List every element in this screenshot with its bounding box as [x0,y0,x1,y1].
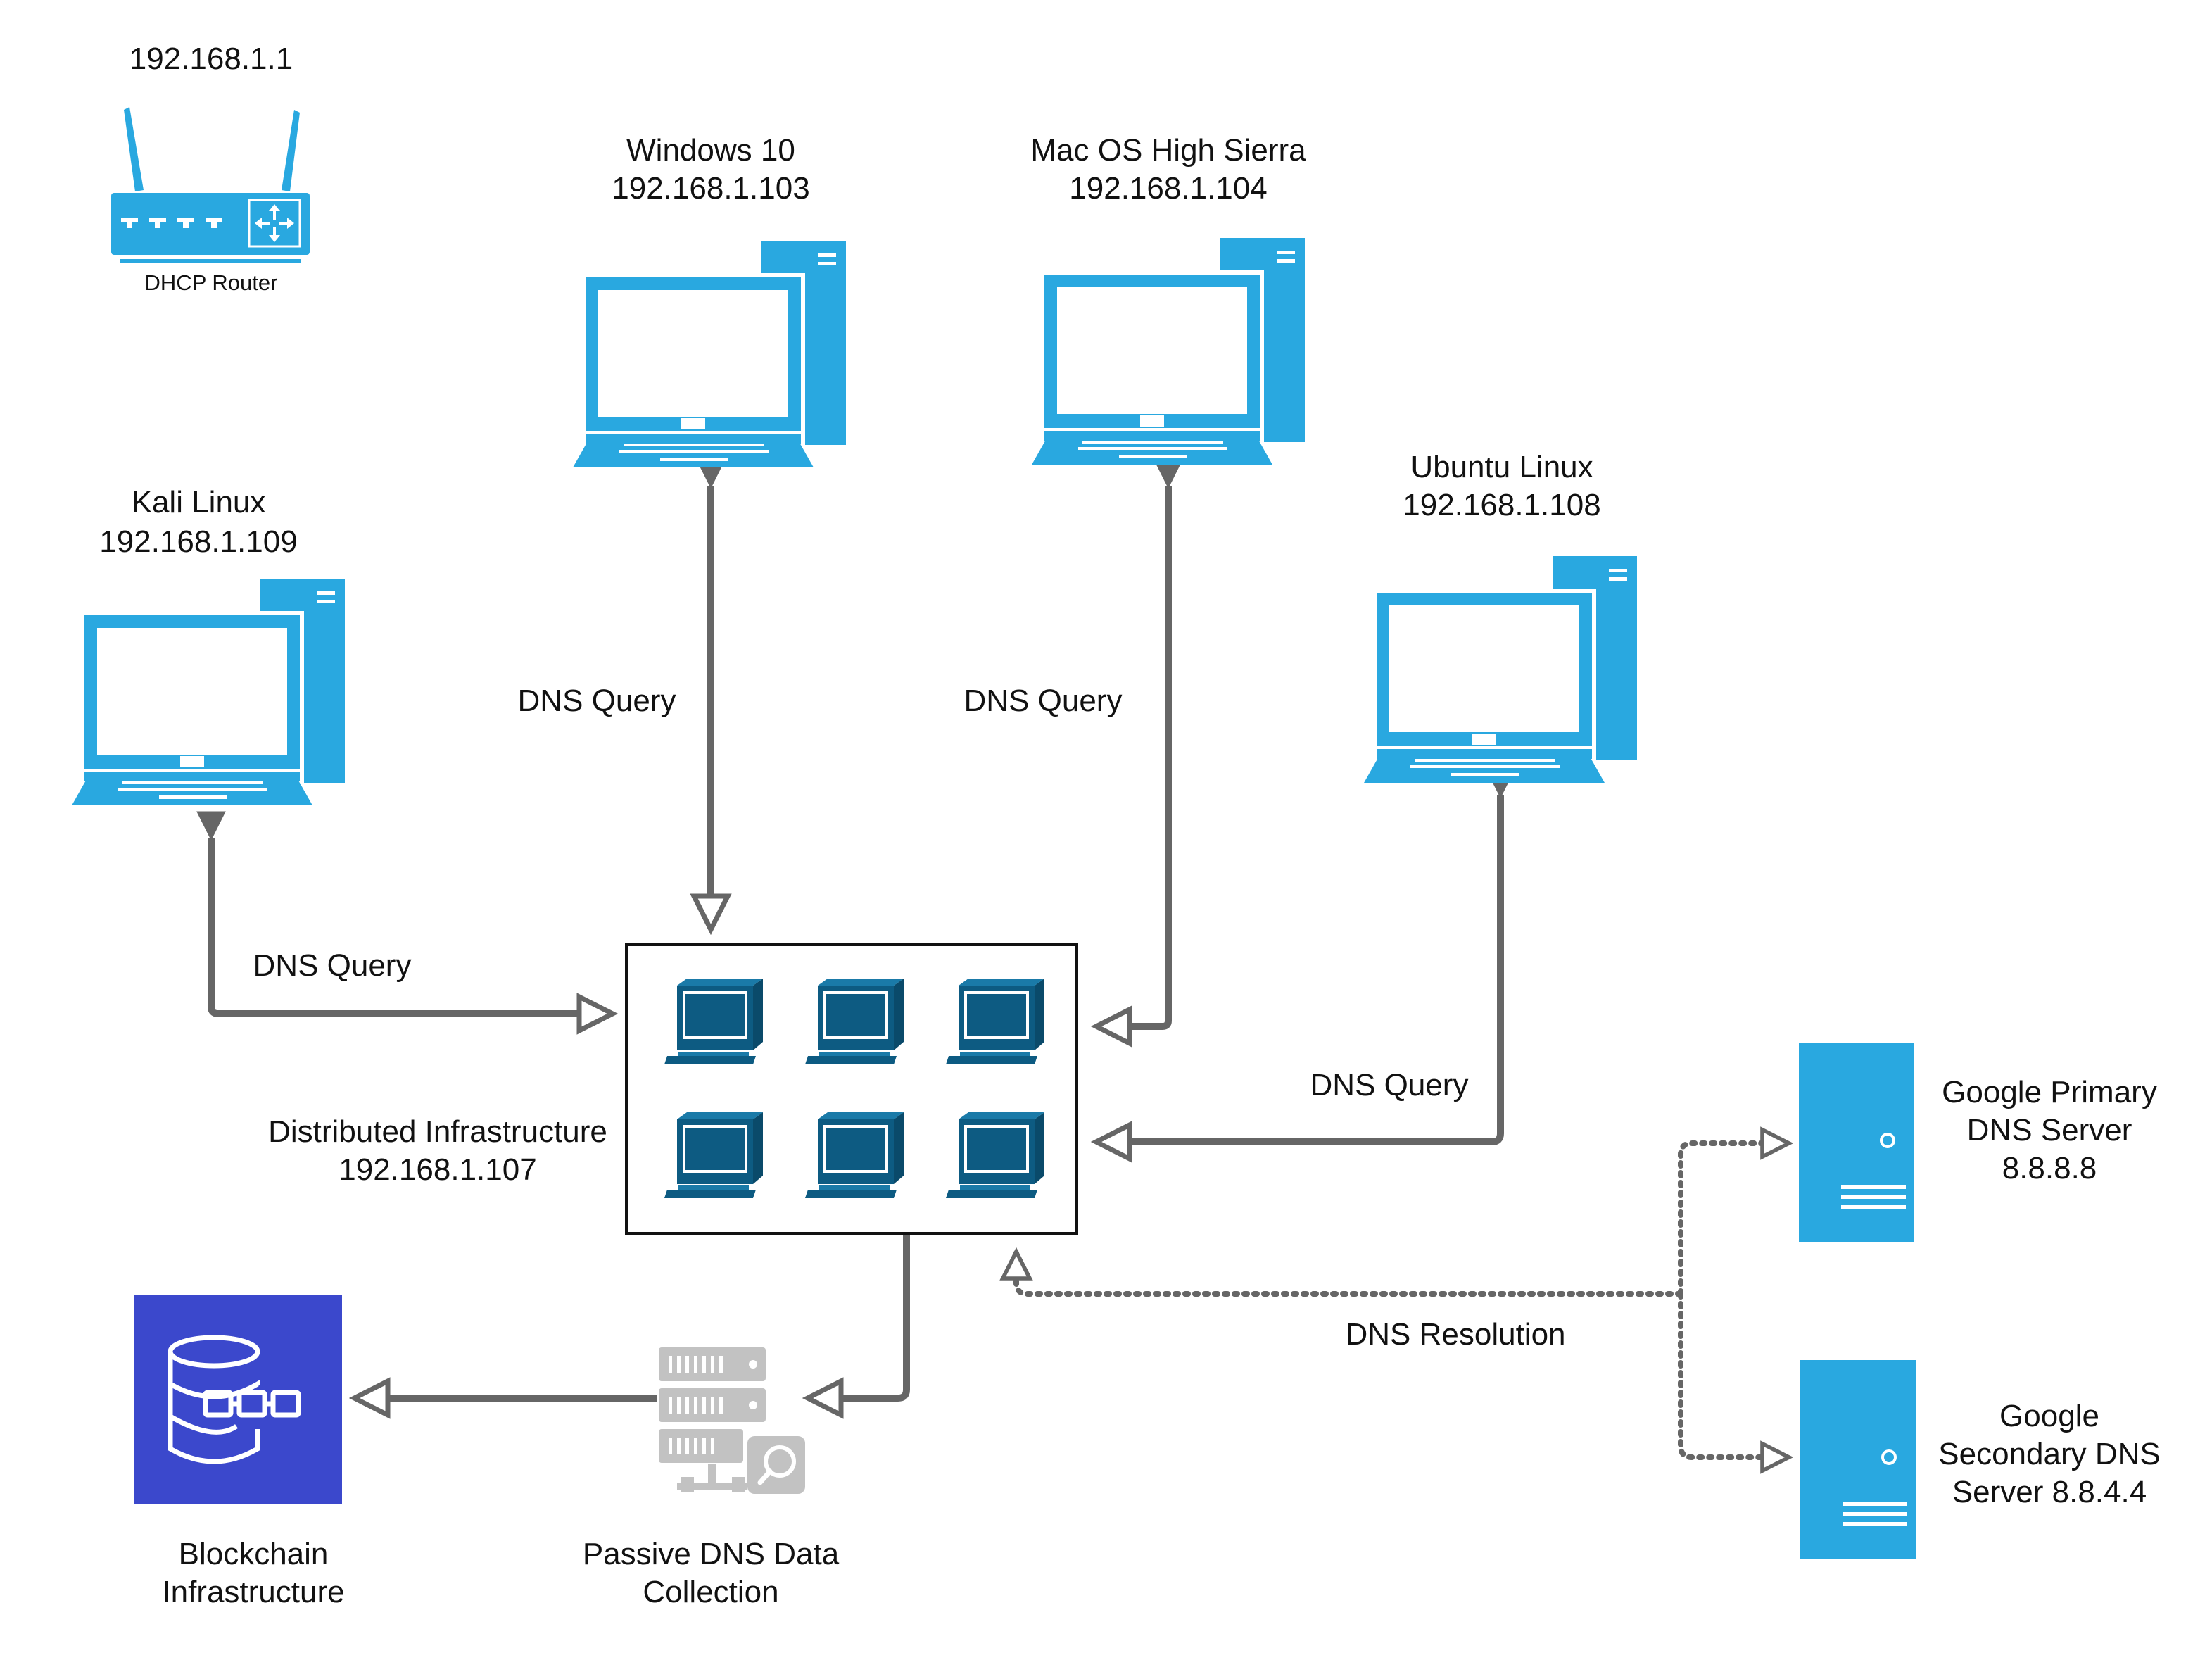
host-kali-name: Kali Linux [132,485,266,520]
passive-dns-collection: Passive DNS Data Collection [583,1347,840,1609]
dns-server-secondary: Google Secondary DNS Server 8.8.4.4 [1799,1359,2161,1560]
host-mac-name: Mac OS High Sierra [1030,133,1306,168]
edge-label-kali: DNS Query [253,948,412,983]
blockchain-line-1: Blockchain [179,1537,329,1571]
edge-label-resolution: DNS Resolution [1345,1317,1565,1352]
host-ubuntu-name: Ubuntu Linux [1410,450,1593,484]
host-mac: Mac OS High Sierra 192.168.1.104 [1030,133,1306,465]
dns-primary-line-1: Google Primary [1942,1075,2157,1109]
edge-infra-passive [809,1233,910,1398]
server-rack-search-icon [659,1347,805,1494]
host-windows-ip: 192.168.1.103 [612,171,809,206]
infrastructure-name: Distributed Infrastructure [268,1114,607,1149]
edge-ubuntu-infra [1098,795,1500,1142]
blockchain-line-2: Infrastructure [162,1575,344,1609]
desktop-computer-icon [1032,238,1305,465]
host-ubuntu: Ubuntu Linux 192.168.1.108 [1364,450,1637,783]
dns-server-primary: Google Primary DNS Server 8.8.8.8 [1797,1042,2157,1243]
host-kali: Kali Linux 192.168.1.109 [72,485,345,805]
edge-resolution-infra [1016,1253,1683,1297]
infrastructure-ip: 192.168.1.107 [339,1152,536,1187]
host-mac-ip: 192.168.1.104 [1069,171,1267,206]
host-kali-ip: 192.168.1.109 [99,524,297,559]
dns-resolution-links [1016,1143,1788,1457]
blockchain-infrastructure: Blockchain Infrastructure [134,1295,345,1609]
router-ip: 192.168.1.1 [129,42,293,76]
edge-label-mac: DNS Query [964,684,1123,718]
dns-secondary-line-3: Server 8.8.4.4 [1952,1475,2147,1509]
router-caption: DHCP Router [145,270,278,295]
dns-primary-line-3: 8.8.8.8 [2002,1151,2097,1185]
dns-primary-line-2: DNS Server [1967,1113,2132,1147]
server-icon [1797,1042,1916,1243]
host-windows: Windows 10 192.168.1.103 [573,133,846,467]
desktop-computer-icon [573,241,846,467]
distributed-infrastructure: Distributed Infrastructure 192.168.1.107 [268,943,1078,1235]
router: 192.168.1.1 DHCP Router [111,42,310,295]
server-icon [1799,1359,1917,1560]
desktop-computer-icon [72,579,345,805]
edge-label-ubuntu: DNS Query [1310,1068,1469,1102]
passive-dns-line-1: Passive DNS Data [583,1537,840,1571]
router-icon [111,107,310,263]
connectors [211,486,1500,1398]
host-windows-name: Windows 10 [626,133,795,168]
dns-secondary-line-1: Google [1999,1399,2099,1433]
passive-dns-line-2: Collection [643,1575,778,1609]
desktop-computer-icon [1364,556,1637,783]
edge-mac-infra [1098,486,1168,1026]
dns-secondary-line-2: Secondary DNS [1938,1437,2160,1471]
edge-resolution-primary [1678,1143,1788,1297]
database-chain-icon [168,1335,301,1464]
host-ubuntu-ip: 192.168.1.108 [1403,488,1600,522]
edge-kali-infra [211,838,611,1014]
edge-resolution-secondary [1678,1291,1788,1457]
edge-label-windows: DNS Query [518,684,676,718]
